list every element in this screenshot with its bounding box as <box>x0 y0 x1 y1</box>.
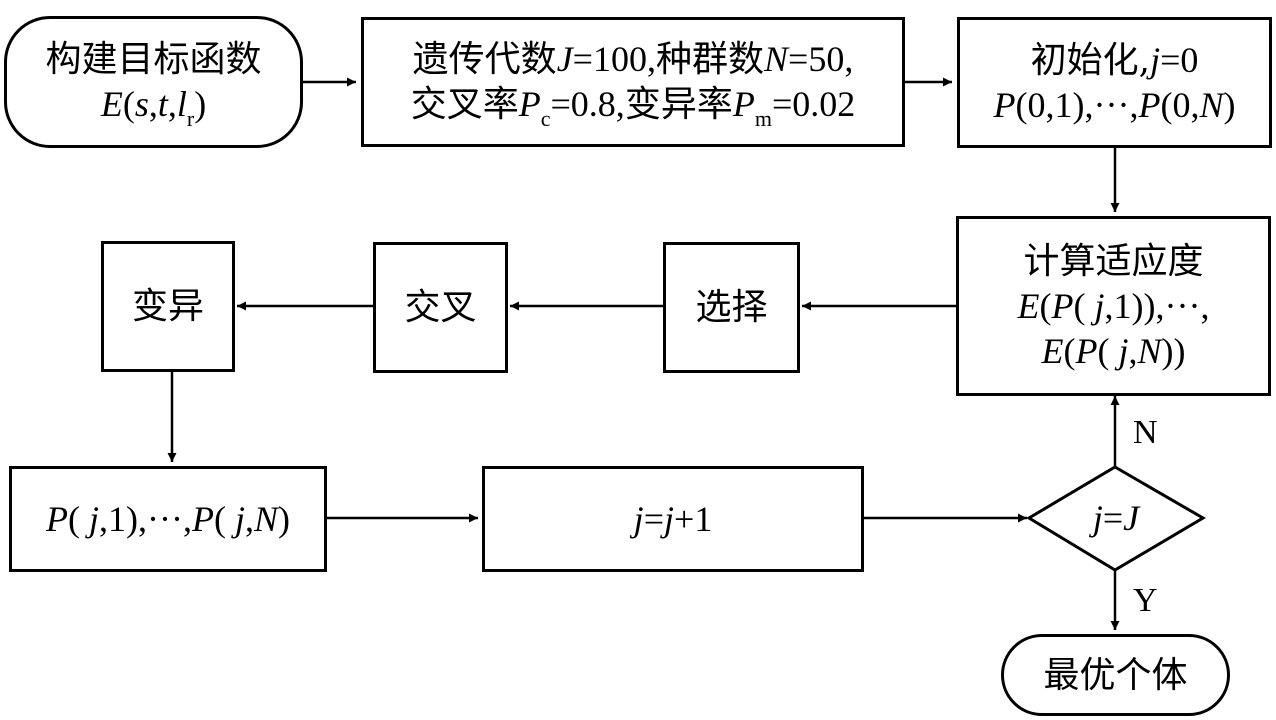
mutation-label: 变异 <box>131 286 204 327</box>
initialization-box: 初始化,j=0 P(0,1),···,P(0,N) <box>957 17 1272 148</box>
fitness-evaluation-box: 计算适应度 E(P( j,1)),···, E(P( j,N)) <box>956 216 1271 396</box>
edge-label-yes: Y <box>1133 582 1158 619</box>
new-population-formula: P( j,1),···,P( j,N) <box>46 498 290 539</box>
fitness-formula-1: E(P( j,1)),···, <box>1017 285 1210 326</box>
mutation-box: 变异 <box>101 241 235 372</box>
fitness-title: 计算适应度 <box>1023 240 1204 282</box>
selection-box: 选择 <box>663 242 800 373</box>
initialization-population: P(0,1),···,P(0,N) <box>993 84 1236 125</box>
objective-function-terminal: 构建目标函数 E(s,t,lr) <box>4 16 303 148</box>
selection-label: 选择 <box>695 287 768 328</box>
new-population-box: P( j,1),···,P( j,N) <box>9 466 327 572</box>
parameters-box: 遗传代数J=100,种群数N=50, 交叉率Pc=0.8,变异率Pm=0.02 <box>361 17 905 147</box>
increment-formula: j=j+1 <box>633 498 713 539</box>
objective-formula: E(s,t,lr) <box>100 84 207 131</box>
crossover-label: 交叉 <box>404 287 477 328</box>
increment-box: j=j+1 <box>482 466 864 572</box>
edge-label-no: N <box>1133 414 1158 451</box>
initialization-title: 初始化,j=0 <box>1030 39 1199 81</box>
parameters-line-2: 交叉率Pc=0.8,变异率Pm=0.02 <box>410 84 856 131</box>
best-individual-label: 最优个体 <box>1043 654 1188 696</box>
decision-diamond <box>1026 465 1206 572</box>
fitness-formula-2: E(P( j,N)) <box>1041 330 1186 371</box>
parameters-line-1: 遗传代数J=100,种群数N=50, <box>412 39 854 80</box>
decision-condition: j=J <box>1092 498 1140 538</box>
crossover-box: 交叉 <box>373 242 508 373</box>
objective-title: 构建目标函数 <box>45 39 262 80</box>
best-individual-terminal: 最优个体 <box>1001 634 1230 716</box>
